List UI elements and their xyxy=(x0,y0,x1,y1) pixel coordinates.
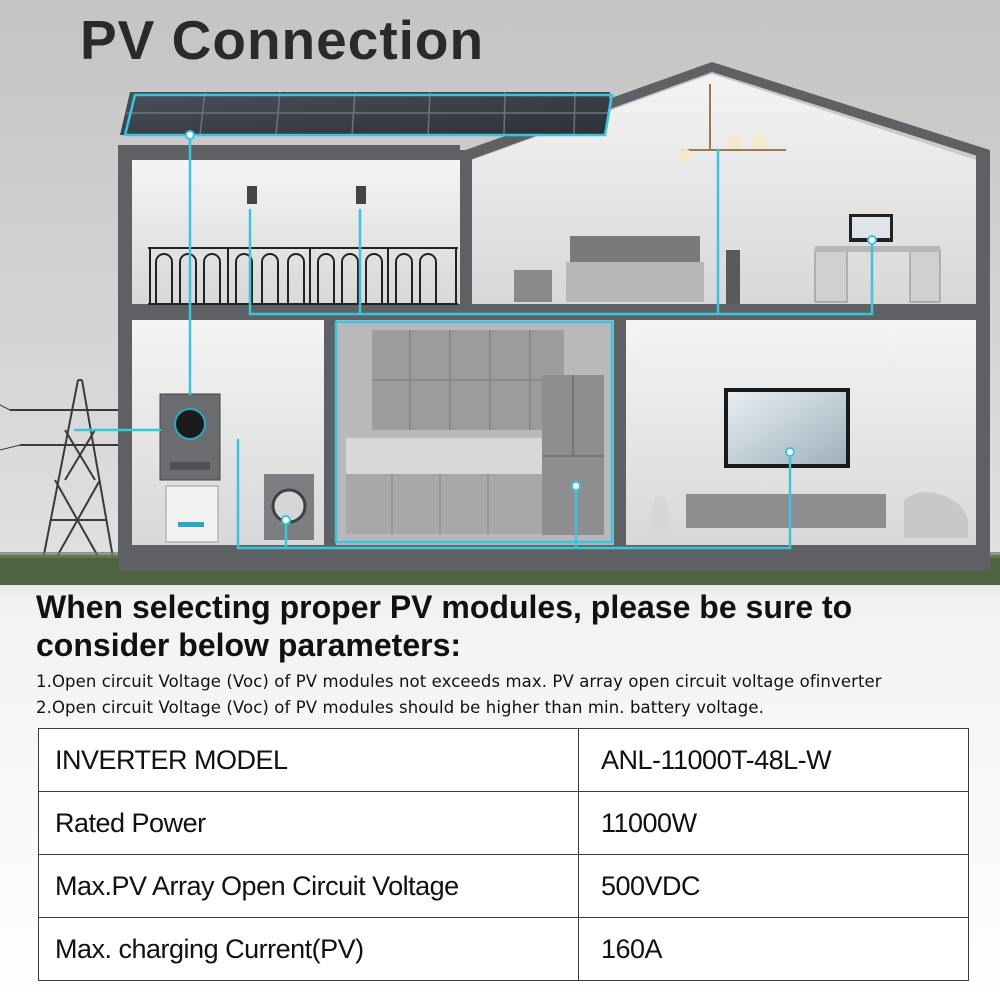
power-tower xyxy=(0,379,150,576)
pv-connection-illustration xyxy=(0,0,1000,585)
spec-label: Rated Power xyxy=(38,791,579,855)
wall-lamp xyxy=(247,186,257,204)
note-item: 2.Open circuit Voltage (Voc) of PV modul… xyxy=(36,698,764,717)
table-row: Max.PV Array Open Circuit Voltage 500VDC xyxy=(38,854,969,918)
spec-value: 500VDC xyxy=(578,854,969,918)
spec-table: INVERTER MODEL ANL-11000T-48L-W Rated Po… xyxy=(38,728,969,981)
balcony-railing xyxy=(148,247,458,305)
solar-panels xyxy=(120,91,610,136)
armchair xyxy=(904,492,968,538)
notice-list: 1.Open circuit Voltage (Voc) of PV modul… xyxy=(36,669,986,721)
house-frame xyxy=(118,62,990,571)
kitchen xyxy=(346,330,604,535)
wall-lamp xyxy=(356,186,366,204)
spec-label: Max.PV Array Open Circuit Voltage xyxy=(38,854,579,918)
living-room xyxy=(652,388,968,538)
table-row: INVERTER MODEL ANL-11000T-48L-W xyxy=(38,728,969,792)
spec-value: ANL-11000T-48L-W xyxy=(578,728,969,792)
battery xyxy=(165,485,219,543)
page-title: PV Connection xyxy=(80,9,485,71)
spec-label: Max. charging Current(PV) xyxy=(38,917,579,981)
wiring xyxy=(73,93,874,550)
spec-value: 11000W xyxy=(578,791,969,855)
note-item: 1.Open circuit Voltage (Voc) of PV modul… xyxy=(36,672,882,691)
bedroom-furniture xyxy=(514,84,941,304)
table-row: Rated Power 11000W xyxy=(38,791,969,855)
washing-machine xyxy=(264,474,314,540)
table-row: Max. charging Current(PV) 160A xyxy=(38,917,969,981)
notice-heading: When selecting proper PV modules, please… xyxy=(36,589,853,663)
spec-value: 160A xyxy=(578,917,969,981)
spec-label: INVERTER MODEL xyxy=(38,728,579,792)
inverter xyxy=(159,393,221,481)
